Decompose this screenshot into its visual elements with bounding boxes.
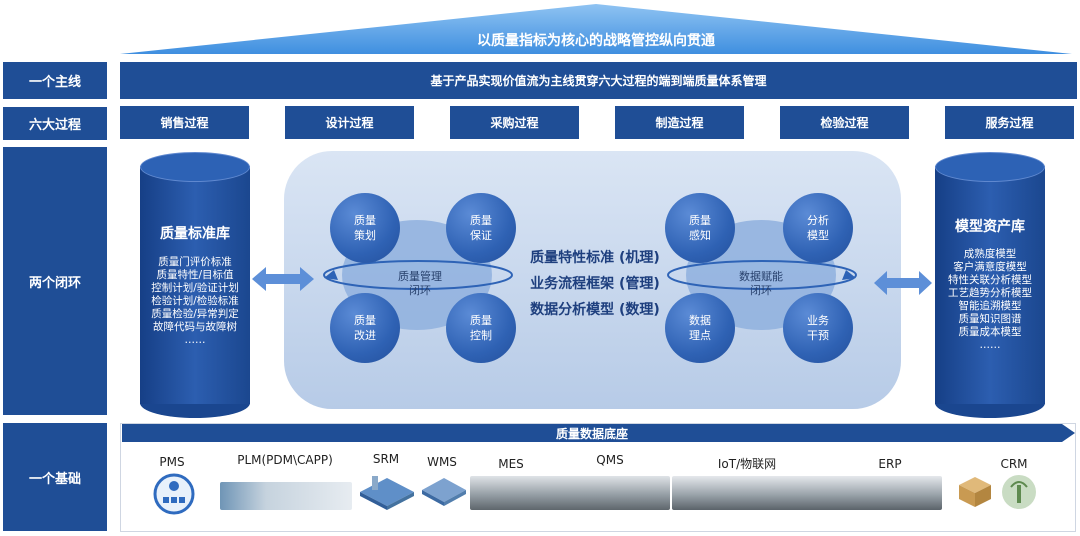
row-label-one-base: 一个基础 — [3, 423, 107, 531]
process-sales: 销售过程 — [120, 106, 249, 139]
center-line-1: 质量特性标准 (机理) — [530, 250, 660, 266]
left-db-list: 质量门评价标准 质量特性/目标值 控制计划/验证计划 检验计划/检验标准 质量检… — [140, 256, 250, 347]
system-label-erp: ERP — [878, 457, 902, 471]
node-line: 感知 — [689, 229, 711, 242]
right-db-list: 成熟度模型 客户满意度模型 特性关联分析模型 工艺趋势分析模型 智能追溯模型 质… — [935, 248, 1045, 352]
system-label-mes: MES — [498, 457, 524, 471]
left-db-body — [140, 166, 250, 404]
srm-factory-icon — [360, 476, 414, 510]
roof-banner — [120, 4, 1072, 54]
loop-node-data-governance: 数据理点 — [665, 293, 735, 363]
system-label-wms: WMS — [427, 455, 457, 469]
left-db-top — [140, 152, 250, 182]
left-db-title: 质量标准库 — [160, 226, 230, 242]
right-db-item: 智能追溯模型 — [958, 300, 1022, 312]
foundation-title: 质量数据底座 — [555, 426, 628, 441]
right-db-top — [935, 152, 1045, 182]
row-label-six-processes: 六大过程 — [3, 107, 107, 140]
left-db-item: 质量门评价标准 — [158, 256, 232, 268]
right-loop-label-line2: 闭环 — [750, 284, 772, 297]
mes-qms-line-image — [470, 476, 670, 510]
loop-node-quality-control: 质量控制 — [446, 293, 516, 363]
right-db-item: 成熟度模型 — [963, 248, 1017, 260]
system-label-srm: SRM — [372, 452, 400, 466]
right-loop-label-line1: 数据赋能 — [739, 270, 783, 283]
system-label-crm: CRM — [1000, 457, 1028, 471]
row-label-main-line: 一个主线 — [3, 62, 107, 99]
node-line: 分析 — [807, 214, 829, 227]
left-db-item: 控制计划/验证计划 — [151, 282, 239, 294]
left-db-item: 质量特性/目标值 — [156, 269, 234, 281]
loop-node-analysis-model: 分析模型 — [783, 193, 853, 263]
loop-node-business-intervention: 业务干预 — [783, 293, 853, 363]
node-line: 控制 — [470, 329, 492, 342]
right-db-body — [935, 166, 1045, 404]
node-line: 模型 — [807, 229, 829, 242]
system-label-iot: IoT/物联网 — [717, 457, 777, 471]
left-db-item: 故障代码与故障树 — [153, 321, 237, 333]
left-db-item: 检验计划/检验标准 — [151, 295, 239, 307]
right-loop-ring-icon — [667, 260, 857, 290]
iot-erp-line-image — [672, 476, 942, 510]
system-label-qms: QMS — [596, 453, 624, 467]
plm-screens-image — [220, 482, 352, 510]
process-manufacture: 制造过程 — [615, 106, 744, 139]
main-line-bar: 基于产品实现价值流为主线贯穿六大过程的端到端质量体系管理 — [120, 62, 1077, 99]
loop-node-quality-assurance: 质量保证 — [446, 193, 516, 263]
process-design: 设计过程 — [285, 106, 414, 139]
right-db-item: …… — [979, 339, 1001, 351]
right-double-arrow-icon — [874, 271, 932, 295]
loop-node-quality-planning: 质量策划 — [330, 193, 400, 263]
foundation-bar — [122, 424, 1075, 442]
process-inspection: 检验过程 — [780, 106, 909, 139]
loop-node-quality-perception: 质量感知 — [665, 193, 735, 263]
row-label-two-loops: 两个闭环 — [3, 147, 107, 415]
right-db-item: 特性关联分析模型 — [948, 274, 1032, 286]
right-db-title: 模型资产库 — [955, 219, 1025, 235]
crm-box-icon — [959, 477, 991, 507]
node-line: 业务 — [807, 314, 829, 327]
crm-signal-icon — [1002, 475, 1036, 509]
pms-icon — [153, 473, 195, 515]
right-db-item: 客户满意度模型 — [953, 261, 1027, 273]
left-db-item: …… — [184, 334, 206, 346]
wms-warehouse-icon — [422, 478, 466, 506]
center-line-2: 业务流程框架 (管理) — [530, 276, 660, 292]
left-loop-label-line1: 质量管理 — [398, 270, 442, 283]
system-label-plm: PLM(PDM\CAPP) — [237, 453, 333, 467]
process-purchase: 采购过程 — [450, 106, 579, 139]
foundation-box — [120, 423, 1076, 532]
left-loop-ring-icon — [323, 260, 513, 290]
node-line: 质量 — [689, 214, 711, 227]
left-double-arrow-icon — [252, 267, 314, 291]
node-line: 数据 — [689, 314, 711, 327]
node-line: 理点 — [689, 329, 711, 342]
loop-node-quality-improvement: 质量改进 — [330, 293, 400, 363]
right-db-item: 工艺趋势分析模型 — [948, 287, 1032, 299]
node-line: 改进 — [354, 329, 376, 342]
right-db-item: 质量知识图谱 — [958, 313, 1022, 325]
node-line: 保证 — [470, 229, 492, 242]
node-line: 质量 — [354, 214, 376, 227]
left-loop-label-line2: 闭环 — [409, 284, 431, 297]
center-line-3: 数据分析模型 (数理) — [530, 302, 660, 318]
right-loop-label: 数据赋能 闭环 — [716, 270, 806, 298]
process-service: 服务过程 — [945, 106, 1074, 139]
left-loop-label: 质量管理 闭环 — [375, 270, 465, 298]
system-label-pms: PMS — [159, 455, 185, 469]
node-line: 策划 — [354, 229, 376, 242]
node-line: 质量 — [470, 214, 492, 227]
top-title: 以质量指标为核心的战略管控纵向贯通 — [477, 33, 715, 49]
node-line: 干预 — [807, 329, 829, 342]
right-db-item: 质量成本模型 — [958, 326, 1022, 338]
node-line: 质量 — [470, 314, 492, 327]
node-line: 质量 — [354, 314, 376, 327]
left-db-item: 质量检验/异常判定 — [151, 308, 239, 320]
